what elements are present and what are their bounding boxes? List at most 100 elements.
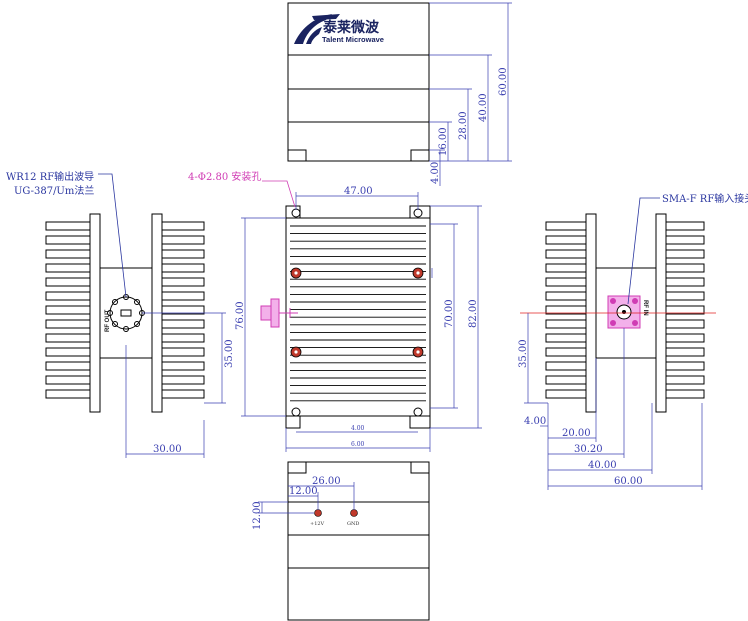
mounting-hole — [413, 407, 423, 417]
fin — [45, 347, 91, 357]
fin — [545, 249, 587, 259]
flange-hole — [134, 299, 140, 305]
fin — [545, 305, 587, 315]
logo-name-cn: 泰莱微波 — [322, 19, 380, 36]
fin — [665, 249, 705, 259]
dim-front-bottom-b: 6.00 — [351, 441, 365, 448]
screw-center — [294, 271, 298, 275]
waveguide-callout-leader — [98, 173, 127, 298]
right-view-dimensions — [524, 313, 703, 490]
bottom-view — [287, 461, 430, 621]
left-view-dimensions — [125, 312, 226, 458]
screw-center — [416, 350, 420, 354]
fin — [665, 361, 705, 371]
rf-out-label: RF OUT — [105, 309, 111, 332]
fin — [161, 249, 205, 259]
fin — [665, 221, 705, 231]
fin — [665, 319, 705, 329]
mounting-hole — [291, 407, 301, 417]
flange-hole — [123, 326, 129, 332]
fin — [665, 263, 705, 273]
top-view-foot — [287, 149, 307, 162]
fin — [545, 389, 587, 399]
waveguide-callout-line1: WR12 RF输出波导 — [6, 170, 94, 183]
connector-hole — [632, 298, 638, 304]
fin — [161, 361, 205, 371]
front-view-fins — [290, 225, 426, 402]
fin — [161, 375, 205, 385]
fin — [45, 235, 91, 245]
rf-in-label: RF IN — [642, 300, 648, 316]
bottom-view-body — [287, 461, 430, 621]
mounting-hole — [413, 208, 423, 218]
fin — [665, 305, 705, 315]
dim-right-w20: 20.00 — [562, 428, 591, 439]
connector-hole — [632, 320, 638, 326]
fin — [45, 291, 91, 301]
dim-bottom-h12: 12.00 — [252, 501, 263, 530]
dim-right-base: 4.00 — [524, 416, 546, 427]
dim-front-height-total: 82.00 — [468, 299, 479, 328]
holes-callout: 4-Φ2.80 安装孔 — [188, 170, 261, 183]
logo: 泰莱微波 Talent Microwave — [294, 14, 384, 44]
front-view-body — [285, 217, 431, 417]
fin — [161, 305, 205, 315]
dim-right-w30: 30.20 — [574, 444, 603, 455]
logo-name-en: Talent Microwave — [322, 35, 384, 44]
fin — [545, 319, 587, 329]
fin — [161, 277, 205, 287]
fin — [161, 347, 205, 357]
dim-top-total: 60.00 — [498, 67, 509, 96]
ground-pin — [350, 509, 358, 517]
fin — [45, 221, 91, 231]
dim-top-mid: 40.00 — [478, 93, 489, 122]
fin — [665, 277, 705, 287]
front-view-dimensions — [241, 192, 482, 452]
fin — [161, 221, 205, 231]
mounting-holes — [291, 208, 423, 417]
flange-hole — [107, 310, 113, 316]
fin — [45, 389, 91, 399]
fin — [161, 235, 205, 245]
fin — [545, 361, 587, 371]
top-view-foot — [410, 149, 430, 162]
fin-spine — [89, 213, 101, 413]
power-pin-label: +12V — [310, 521, 325, 527]
waveguide-aperture — [120, 309, 132, 317]
logo-swoosh-icon — [294, 14, 332, 44]
dim-left-width: 30.00 — [153, 444, 182, 455]
dim-left-center-height: 35.00 — [224, 339, 235, 368]
fin — [545, 221, 587, 231]
fin — [45, 319, 91, 329]
dim-top-base: 4.00 — [430, 162, 441, 184]
sma-connector-front — [260, 298, 298, 328]
fin — [161, 319, 205, 329]
fin — [545, 235, 587, 245]
dim-right-w40: 40.00 — [588, 460, 617, 471]
connector-flange — [270, 298, 280, 328]
connector-hole — [610, 298, 616, 304]
fin — [45, 375, 91, 385]
screw-center — [294, 350, 298, 354]
fin — [665, 235, 705, 245]
connector-callout: SMA-F RF输入接头 — [662, 192, 748, 205]
logo-swoosh-icon — [306, 27, 322, 44]
fin — [45, 333, 91, 343]
dim-front-bottom-a: 4.00 — [351, 425, 365, 432]
fin — [161, 389, 205, 399]
fin — [45, 263, 91, 273]
sma-connector-side — [607, 295, 641, 329]
fin — [665, 333, 705, 343]
fin — [161, 263, 205, 273]
dim-right-center-height: 35.00 — [518, 339, 529, 368]
fin — [45, 249, 91, 259]
fin — [45, 361, 91, 371]
flange-hole — [112, 321, 118, 327]
top-view — [287, 2, 430, 162]
mounting-hole — [291, 208, 301, 218]
dim-front-hole-spacing: 47.00 — [344, 186, 373, 197]
connector-hole — [610, 320, 616, 326]
fin — [545, 347, 587, 357]
fin — [545, 375, 587, 385]
